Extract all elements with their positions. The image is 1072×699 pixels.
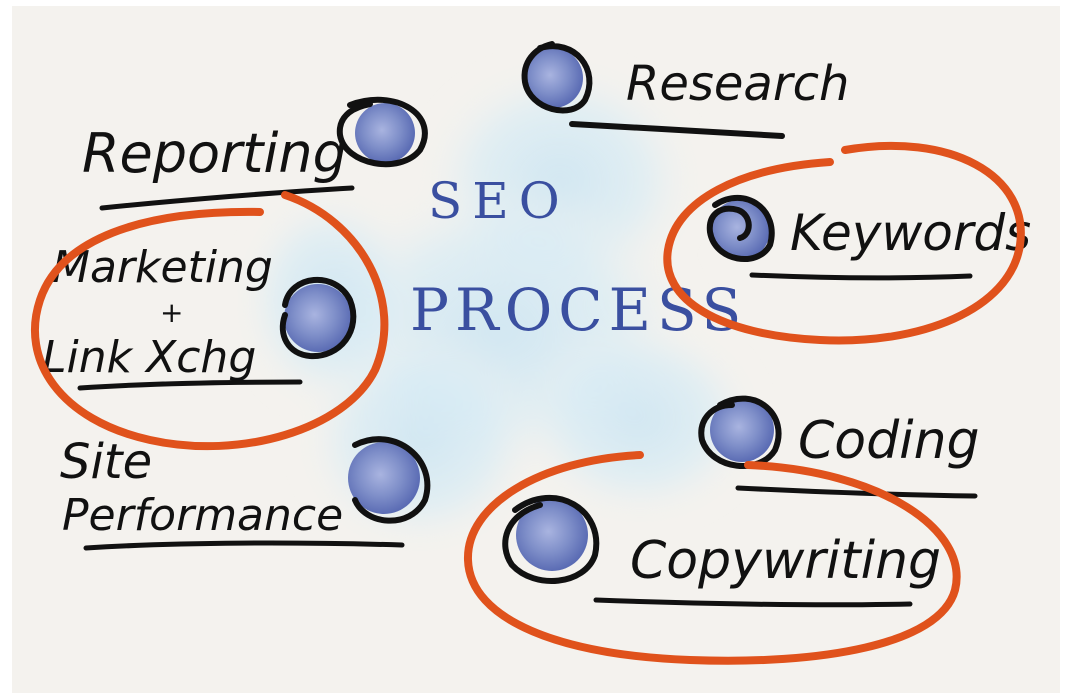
keywords-dot bbox=[710, 200, 770, 260]
center-title: SEO PROCESS bbox=[410, 172, 747, 344]
marketing-highlight-loop bbox=[31, 191, 389, 451]
marketing-underline bbox=[77, 379, 303, 391]
reporting-underline bbox=[99, 185, 355, 211]
coding-label: Coding bbox=[798, 411, 980, 471]
marketing-label-line2: Link Xchg bbox=[42, 332, 256, 383]
keywords-highlight-loop bbox=[663, 141, 1025, 345]
center-line-seo: SEO bbox=[428, 172, 570, 230]
marketing-circle-stroke bbox=[279, 276, 357, 360]
site-performance-label-line1: Site bbox=[60, 434, 152, 490]
keywords-label: Keywords bbox=[790, 204, 1031, 262]
node-coding: Coding bbox=[698, 395, 980, 499]
reporting-circle-stroke bbox=[336, 96, 428, 168]
node-copywriting: Copywriting bbox=[463, 451, 961, 665]
site-performance-label-line2: Performance bbox=[62, 490, 343, 541]
keywords-underline bbox=[749, 272, 973, 281]
research-underline bbox=[569, 121, 785, 139]
keywords-circle-stroke bbox=[706, 194, 775, 262]
marketing-dot bbox=[284, 284, 352, 352]
copywriting-highlight-loop bbox=[463, 451, 961, 665]
center-line-process: PROCESS bbox=[410, 276, 747, 344]
reporting-dot bbox=[355, 103, 415, 163]
copywriting-circle-stroke bbox=[502, 495, 600, 584]
node-keywords: Keywords bbox=[663, 141, 1031, 345]
research-dot bbox=[523, 48, 583, 108]
coding-underline bbox=[735, 485, 978, 499]
node-site-performance: Site Performance bbox=[60, 434, 431, 551]
copywriting-underline bbox=[593, 597, 913, 608]
marketing-label-line1: Marketing bbox=[52, 242, 273, 293]
site-performance-underline bbox=[83, 540, 405, 551]
marketing-label-plus: + bbox=[160, 296, 183, 329]
copywriting-label: Copywriting bbox=[630, 531, 941, 591]
node-reporting: Reporting bbox=[82, 96, 428, 211]
site-performance-circle-stroke bbox=[352, 436, 431, 524]
research-label: Research bbox=[626, 56, 849, 112]
node-research: Research bbox=[521, 41, 849, 139]
research-circle-stroke bbox=[521, 41, 593, 114]
coding-dot bbox=[710, 398, 774, 462]
copywriting-dot bbox=[516, 499, 588, 571]
node-marketing: Marketing + Link Xchg bbox=[31, 191, 389, 451]
site-performance-dot bbox=[348, 442, 420, 514]
reporting-label: Reporting bbox=[82, 122, 347, 185]
